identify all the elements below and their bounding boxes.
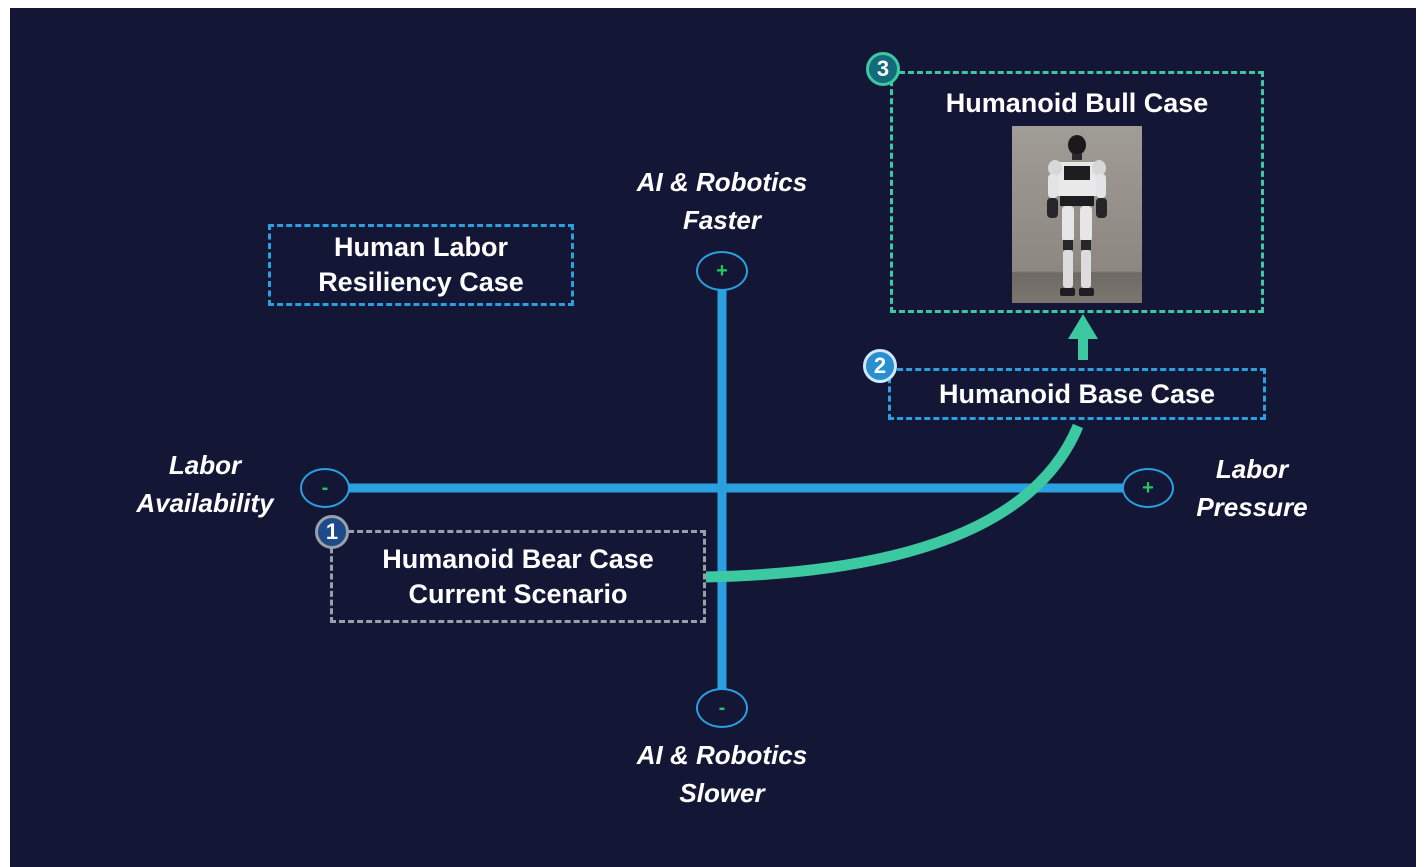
right-plus-marker: + [1122, 468, 1174, 508]
diagram-canvas: + - - + AI & Robotics Faster AI & Roboti… [10, 8, 1416, 867]
transition-curve [703, 423, 1084, 583]
bull-case-title: Humanoid Bull Case [945, 88, 1209, 118]
minus-icon: - [718, 696, 726, 719]
top-axis-label: AI & Robotics Faster [636, 167, 808, 235]
up-arrow-head [1068, 314, 1098, 339]
base-case-box: Humanoid Base Case [888, 368, 1266, 420]
bottom-axis-label: AI & Robotics Slower [636, 740, 808, 808]
minus-icon: - [321, 476, 329, 499]
bull-case-number-badge: 3 [866, 52, 900, 86]
right-axis-label: Labor Pressure [1196, 454, 1308, 522]
bear-case-box: Humanoid Bear Case Current Scenario [330, 530, 706, 623]
bear-case-number-badge: 1 [315, 515, 349, 549]
bull-case-box: Humanoid Bull Case [890, 71, 1264, 313]
resiliency-case-box: Human Labor Resiliency Case [268, 224, 574, 306]
plus-icon: + [716, 259, 728, 282]
bottom-minus-marker: - [696, 688, 748, 728]
left-axis-label: Labor Availability [136, 450, 274, 518]
left-minus-marker: - [300, 468, 350, 508]
base-case-number-badge: 2 [863, 349, 897, 383]
top-plus-marker: + [696, 251, 748, 291]
axes-graphic [324, 270, 1148, 708]
humanoid-robot-image [1012, 126, 1142, 303]
plus-icon: + [1142, 476, 1154, 499]
